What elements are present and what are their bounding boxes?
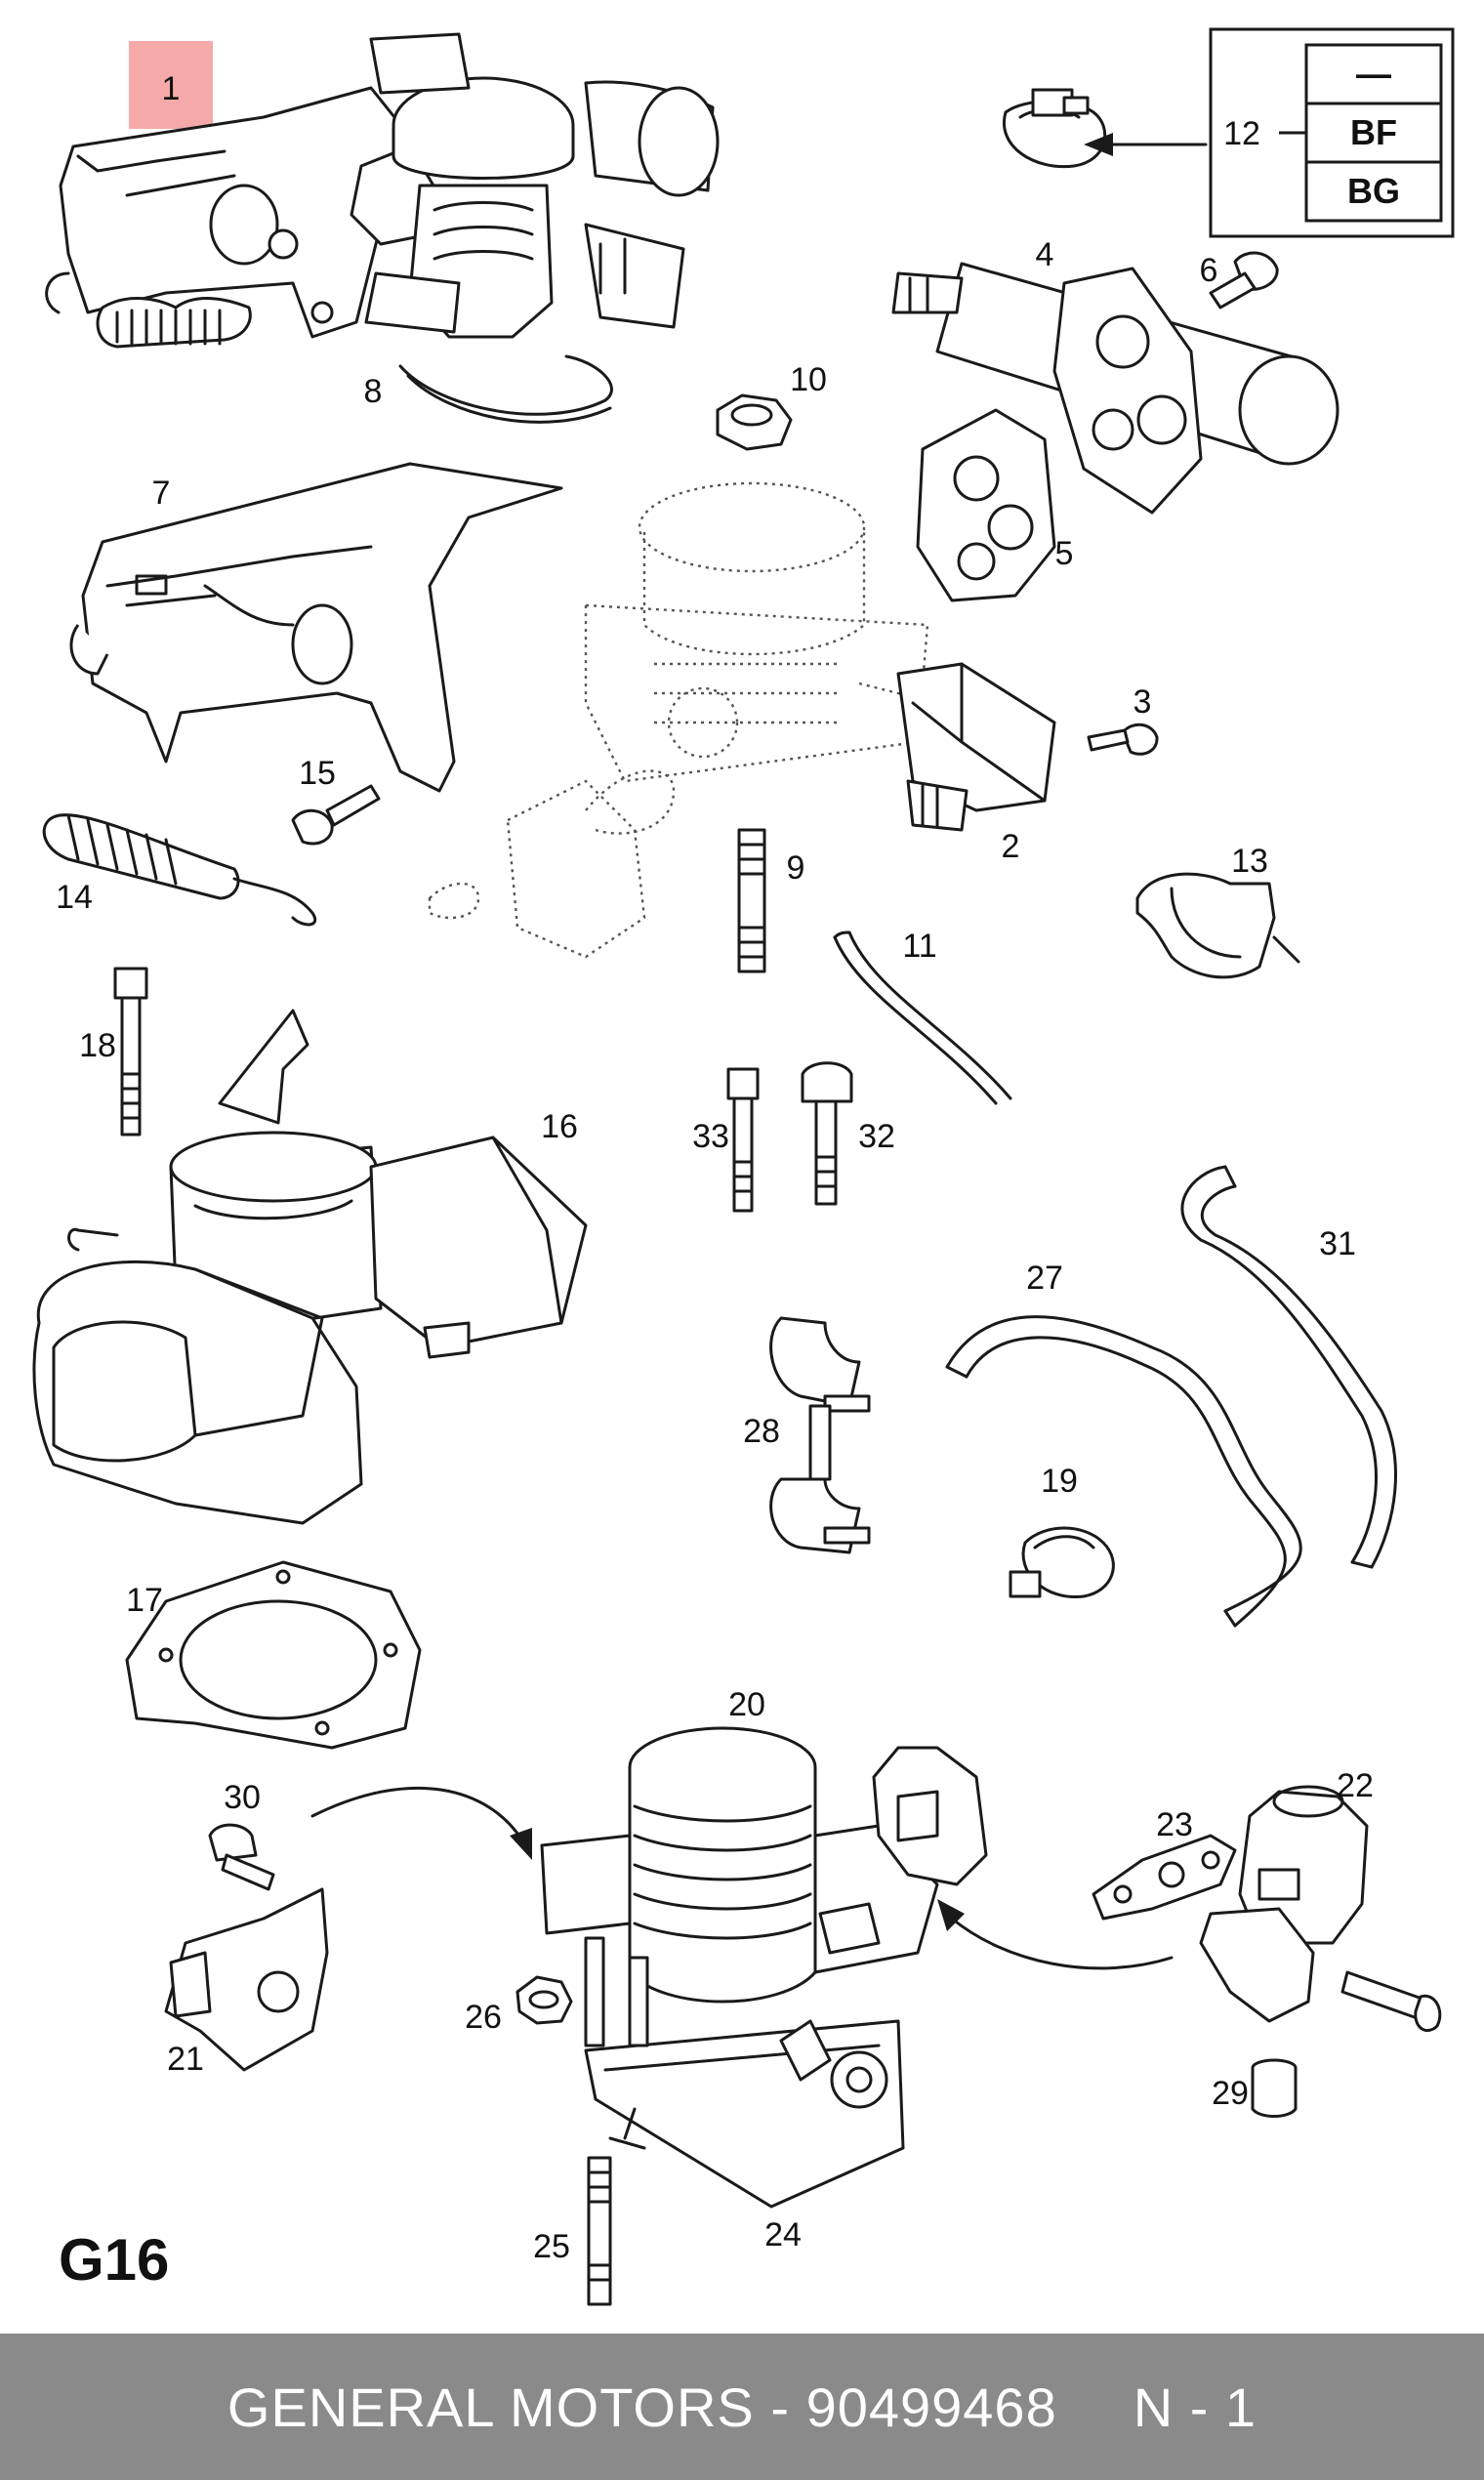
callout-20: 20 — [728, 1686, 765, 1723]
part-3-screw[interactable] — [1087, 723, 1159, 756]
callout-7: 7 — [152, 475, 171, 512]
arrow-to-inset — [1084, 133, 1208, 156]
callout-5: 5 — [1055, 535, 1074, 572]
part-19-hose-clamp[interactable] — [1009, 1526, 1115, 1599]
part-27-coolant-hose[interactable] — [945, 1315, 1302, 1628]
callout-labels: 1 12 2 3 4 5 6 7 8 9 10 11 13 14 15 16 1… — [56, 70, 1374, 2265]
callout-3: 3 — [1134, 683, 1152, 721]
callout-29: 29 — [1212, 2075, 1249, 2112]
callout-12: 12 — [1223, 115, 1260, 152]
callout-15: 15 — [299, 755, 336, 792]
part-13-hose-clip[interactable] — [1135, 872, 1300, 979]
part-5-gasket[interactable] — [916, 408, 1056, 602]
callout-27: 27 — [1026, 1260, 1063, 1297]
part-21-sensor[interactable] — [164, 1887, 329, 2072]
part-15-screw[interactable] — [291, 784, 381, 846]
part-7-bracket[interactable] — [69, 462, 563, 793]
part-33-bolt[interactable] — [726, 1067, 760, 1213]
callout-16: 16 — [541, 1108, 578, 1145]
part-1-throttle-assembly[interactable] — [45, 32, 720, 349]
part-4-idle-air-valve[interactable] — [891, 262, 1340, 515]
callout-30: 30 — [224, 1779, 261, 1816]
inset-row-2: BF — [1350, 112, 1397, 152]
callout-17: 17 — [126, 1582, 163, 1619]
callout-14: 14 — [56, 879, 93, 916]
inset-row-3: BG — [1347, 171, 1400, 211]
ghost-throttle-body — [428, 481, 938, 959]
footer-part-number: 90499468 — [805, 2376, 1057, 2438]
callout-18: 18 — [79, 1027, 116, 1064]
callout-9: 9 — [787, 849, 805, 887]
callout-4: 4 — [1036, 236, 1054, 273]
part-26-nut[interactable] — [515, 1975, 573, 2025]
part-10-nut[interactable] — [716, 393, 793, 451]
part-12-hose-clamp[interactable] — [1003, 88, 1107, 169]
part-9-stud[interactable] — [737, 828, 766, 973]
part-17-gasket[interactable] — [125, 1560, 422, 1750]
part-22-actuator[interactable] — [1199, 1785, 1442, 2032]
part-18-bolt[interactable] — [113, 967, 148, 1137]
callout-26: 26 — [465, 1999, 502, 2036]
part-29-cap[interactable] — [1251, 2058, 1298, 2118]
callout-13: 13 — [1231, 843, 1268, 880]
footer-quantity: N - 1 — [1133, 2376, 1257, 2438]
part-number-footer: GENERAL MOTORS - 90499468 N - 1 — [0, 2334, 1484, 2480]
callout-31: 31 — [1319, 1225, 1356, 1262]
footer-title: GENERAL MOTORS - 90499468 — [227, 2376, 1057, 2439]
variant-inset-table: — BF BG — [1209, 27, 1455, 238]
callout-10: 10 — [790, 361, 827, 398]
part-2-throttle-position-sensor[interactable] — [896, 662, 1056, 832]
callout-33: 33 — [692, 1118, 729, 1155]
callout-24: 24 — [764, 2216, 802, 2253]
part-14-return-spring[interactable] — [42, 813, 316, 927]
callout-11: 11 — [902, 928, 936, 965]
part-25-stud[interactable] — [587, 2156, 612, 2306]
part-32-bolt[interactable] — [801, 1061, 853, 1206]
part-23-gasket[interactable] — [1092, 1834, 1237, 1921]
highlight-box — [129, 41, 213, 129]
part-6-screw[interactable] — [1209, 251, 1279, 310]
callout-19: 19 — [1041, 1463, 1078, 1500]
part-20-throttle-body[interactable] — [540, 1726, 988, 2209]
callout-22: 22 — [1337, 1767, 1374, 1804]
part-30-screw[interactable] — [208, 1823, 275, 1891]
callout-1: 1 — [162, 70, 181, 107]
callout-8: 8 — [364, 373, 383, 410]
callout-21: 21 — [167, 2041, 204, 2078]
callout-23: 23 — [1156, 1806, 1193, 1843]
callout-28: 28 — [743, 1413, 780, 1450]
group-code: G16 — [59, 2227, 169, 2293]
inset-row-1: — — [1356, 54, 1391, 94]
part-16-throttle-housing[interactable] — [32, 1009, 588, 1525]
part-31-coolant-hose[interactable] — [1180, 1165, 1397, 1569]
part-8-o-ring[interactable] — [398, 354, 613, 424]
callout-6: 6 — [1200, 252, 1218, 289]
callout-32: 32 — [858, 1118, 895, 1155]
footer-separator: - — [770, 2376, 790, 2438]
arrow-21-to-20 — [310, 1786, 532, 1860]
callout-2: 2 — [1002, 828, 1020, 865]
exploded-parts-diagram: — BF BG — [32, 27, 1455, 2306]
callout-25: 25 — [533, 2228, 570, 2265]
arrow-22-to-20 — [937, 1899, 1174, 1970]
part-28-clip[interactable] — [769, 1316, 871, 1554]
footer-brand: GENERAL MOTORS — [227, 2376, 755, 2438]
part-11-vacuum-hose[interactable] — [833, 930, 1012, 1105]
